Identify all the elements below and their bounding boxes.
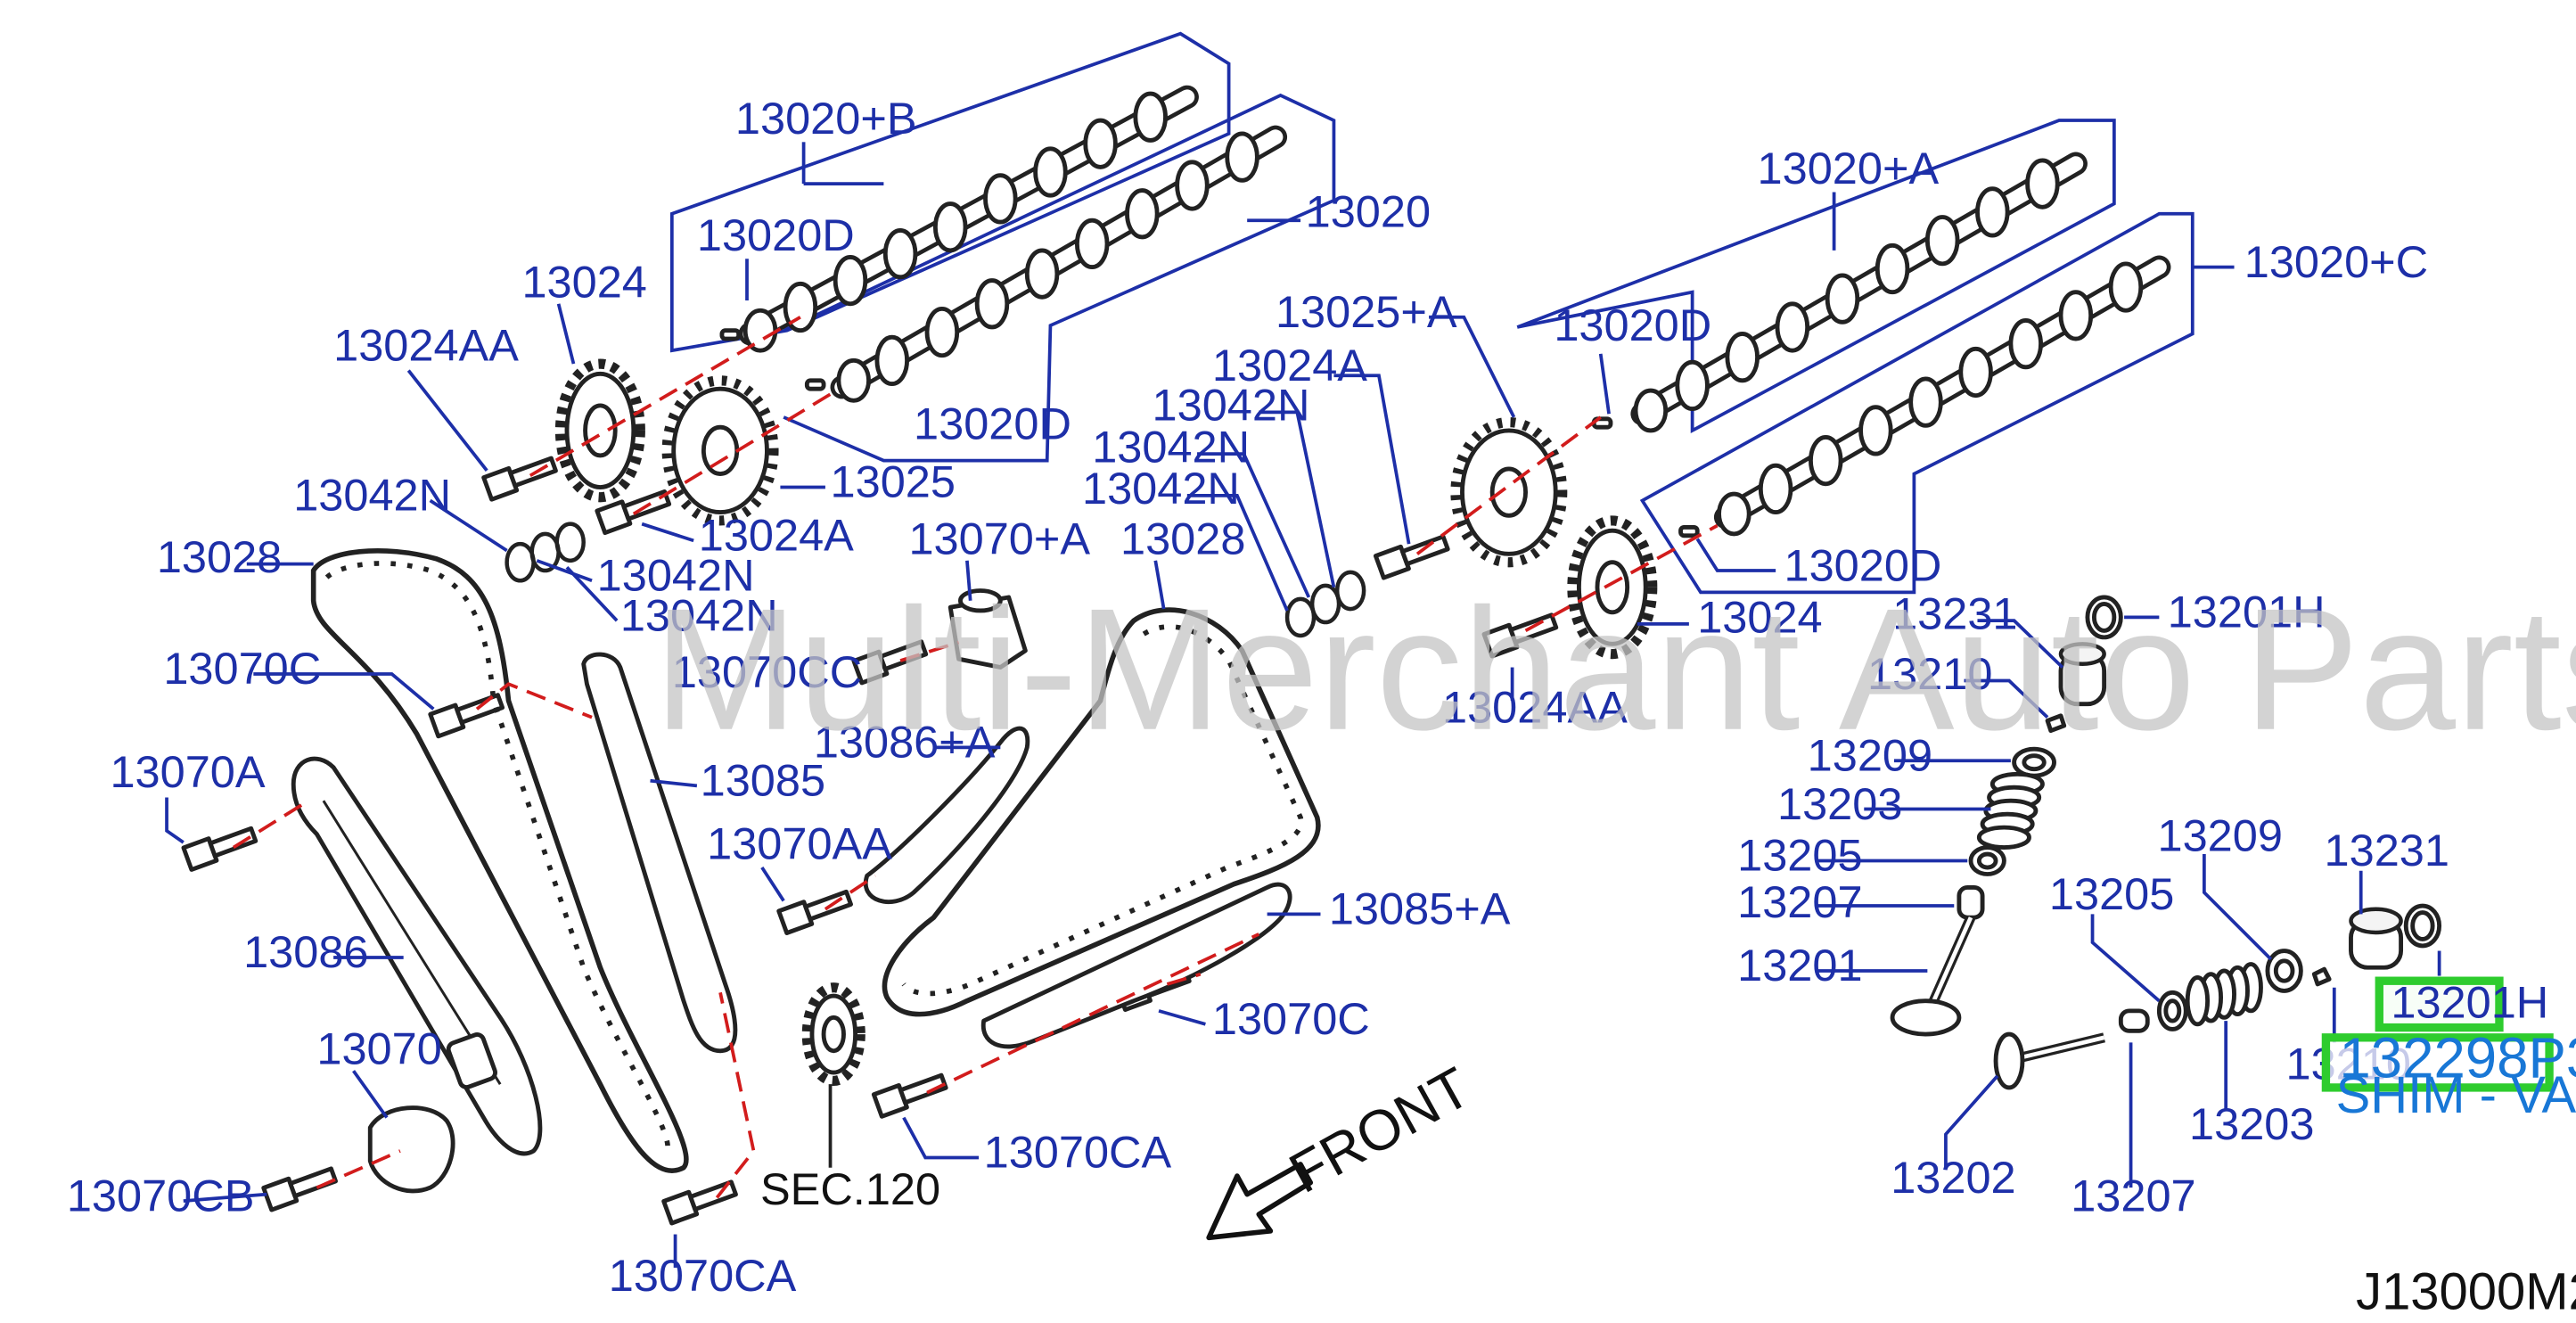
chain-tensioner-arm-13085 xyxy=(581,652,738,1054)
label-13042N-2[interactable]: 13042N xyxy=(597,550,755,601)
label-13024A-1[interactable]: 13024A xyxy=(699,510,854,561)
label-13020D-2[interactable]: 13020D xyxy=(914,398,1071,448)
valve-train-upper xyxy=(1890,595,2123,1037)
label-13070CA-2[interactable]: 13070CA xyxy=(984,1127,1172,1178)
label-13231-1[interactable]: 13231 xyxy=(1892,588,2017,639)
label-13070A[interactable]: 13070A xyxy=(110,746,265,797)
label-13028-1[interactable]: 13028 xyxy=(157,531,282,582)
highlight-selection: 13201H 132298P371 SHIM - VALVE xyxy=(2321,976,2576,1124)
highlight-part-number[interactable]: 132298P371 xyxy=(2339,1027,2576,1090)
label-13070A-plus[interactable]: 13070+A xyxy=(908,513,1090,563)
centerlines xyxy=(232,316,1719,1199)
label-13024A-2[interactable]: 13024A xyxy=(1212,340,1367,390)
label-13070CC[interactable]: 13070CC xyxy=(672,646,862,697)
label-13203-1[interactable]: 13203 xyxy=(1777,778,1902,829)
label-13042N-6[interactable]: 13042N xyxy=(1082,463,1240,514)
label-13024-1[interactable]: 13024 xyxy=(521,256,646,307)
sprocket-13024-right xyxy=(1567,515,1658,660)
sprocket-crank xyxy=(801,982,866,1087)
dowel-pins xyxy=(719,328,1700,538)
camshaft-13020 xyxy=(830,125,1288,403)
label-13020C-plus[interactable]: 13020+C xyxy=(2244,236,2428,287)
highlight-description: SHIM - VALVE xyxy=(2336,1067,2576,1124)
label-13042N-3[interactable]: 13042N xyxy=(620,589,778,640)
tensioner-13070 xyxy=(367,1032,497,1194)
label-13209-1[interactable]: 13209 xyxy=(1808,730,1932,781)
front-label: FRONT xyxy=(1279,1056,1481,1205)
label-13024AA-1[interactable]: 13024AA xyxy=(333,319,519,370)
label-13042N-4[interactable]: 13042N xyxy=(1153,380,1310,431)
label-13042N-1[interactable]: 13042N xyxy=(293,470,451,521)
camshaft-frame-13020C xyxy=(1639,211,2195,595)
o-rings xyxy=(505,522,1366,638)
label-13086[interactable]: 13086 xyxy=(243,926,368,977)
part-labels: 13020+B 13020 13020D 13020D 13024 13024A… xyxy=(67,93,2449,1301)
sprocket-13025-left xyxy=(661,375,779,526)
label-13201[interactable]: 13201 xyxy=(1737,940,1862,990)
label-13085[interactable]: 13085 xyxy=(701,755,825,806)
timing-chain-right xyxy=(882,607,1321,1017)
label-13202[interactable]: 13202 xyxy=(1891,1152,2015,1203)
label-13028-2[interactable]: 13028 xyxy=(1120,513,1245,563)
label-13231-2[interactable]: 13231 xyxy=(2325,825,2449,875)
label-13070C-1[interactable]: 13070C xyxy=(163,643,321,694)
label-13207-1[interactable]: 13207 xyxy=(1737,876,1862,927)
camshaft-frame-13020 xyxy=(783,93,1336,463)
label-13205-1[interactable]: 13205 xyxy=(1737,830,1862,881)
camshaft-13020B xyxy=(738,85,1199,353)
label-13042N-5[interactable]: 13042N xyxy=(1092,421,1250,472)
label-13070C-2[interactable]: 13070C xyxy=(1212,993,1370,1044)
sprocket-13024-left xyxy=(554,358,645,503)
label-13201H-1[interactable]: 13201H xyxy=(2168,587,2326,637)
label-13203-2[interactable]: 13203 xyxy=(2189,1098,2314,1149)
tensioner-13070A xyxy=(948,588,1028,670)
camshaft-13020A xyxy=(1630,152,2088,433)
label-13209-2[interactable]: 13209 xyxy=(2157,809,2282,860)
label-13070[interactable]: 13070 xyxy=(316,1023,441,1074)
label-13020[interactable]: 13020 xyxy=(1306,186,1431,237)
timing-chain-left xyxy=(310,547,689,1173)
camshaft-frame-13020A xyxy=(1516,119,2116,434)
chain-guide-13086A xyxy=(863,726,1030,905)
section-ref: SEC.120 xyxy=(760,1163,940,1214)
watermark: Multi-Merchant Auto Partstore xyxy=(653,573,2576,767)
label-13085A-plus[interactable]: 13085+A xyxy=(1329,883,1511,934)
label-13205-2[interactable]: 13205 xyxy=(2049,868,2174,919)
label-13020D-1[interactable]: 13020D xyxy=(697,210,855,260)
leader-lines xyxy=(165,142,2441,1268)
label-13207-2[interactable]: 13207 xyxy=(2071,1170,2195,1220)
label-13025[interactable]: 13025 xyxy=(831,456,956,507)
front-arrow-icon xyxy=(1206,1162,1314,1241)
label-13070CA-1[interactable]: 13070CA xyxy=(609,1250,797,1301)
label-13025A-plus[interactable]: 13025+A xyxy=(1276,286,1457,337)
valve-train-lower xyxy=(1993,903,2442,1090)
label-13020D-4[interactable]: 13020D xyxy=(1784,539,1941,590)
label-13024-2[interactable]: 13024 xyxy=(1697,591,1822,642)
highlight-box-13201H[interactable] xyxy=(2375,976,2504,1032)
label-13020A-plus[interactable]: 13020+A xyxy=(1758,143,1940,193)
label-13210-1[interactable]: 13210 xyxy=(1867,648,1992,699)
highlight-box-part-number[interactable] xyxy=(2321,1033,2554,1092)
sprocket-13025-right xyxy=(1450,416,1568,568)
label-13020B[interactable]: 13020+B xyxy=(735,93,917,144)
diagram-code: J13000M2 xyxy=(2356,1264,2576,1321)
label-13020D-3[interactable]: 13020D xyxy=(1554,300,1711,350)
highlight-box-label: 13201H xyxy=(2391,976,2548,1027)
label-13070CB[interactable]: 13070CB xyxy=(67,1170,255,1220)
label-13086A-plus[interactable]: 13086+A xyxy=(814,717,996,768)
label-13024AA-2[interactable]: 13024AA xyxy=(1442,681,1628,732)
label-13070AA[interactable]: 13070AA xyxy=(707,818,892,869)
camshaft-frame-13020B xyxy=(669,31,1231,353)
chain-guide-13085A xyxy=(980,882,1292,1049)
camshaft-13020C xyxy=(1713,255,2171,537)
